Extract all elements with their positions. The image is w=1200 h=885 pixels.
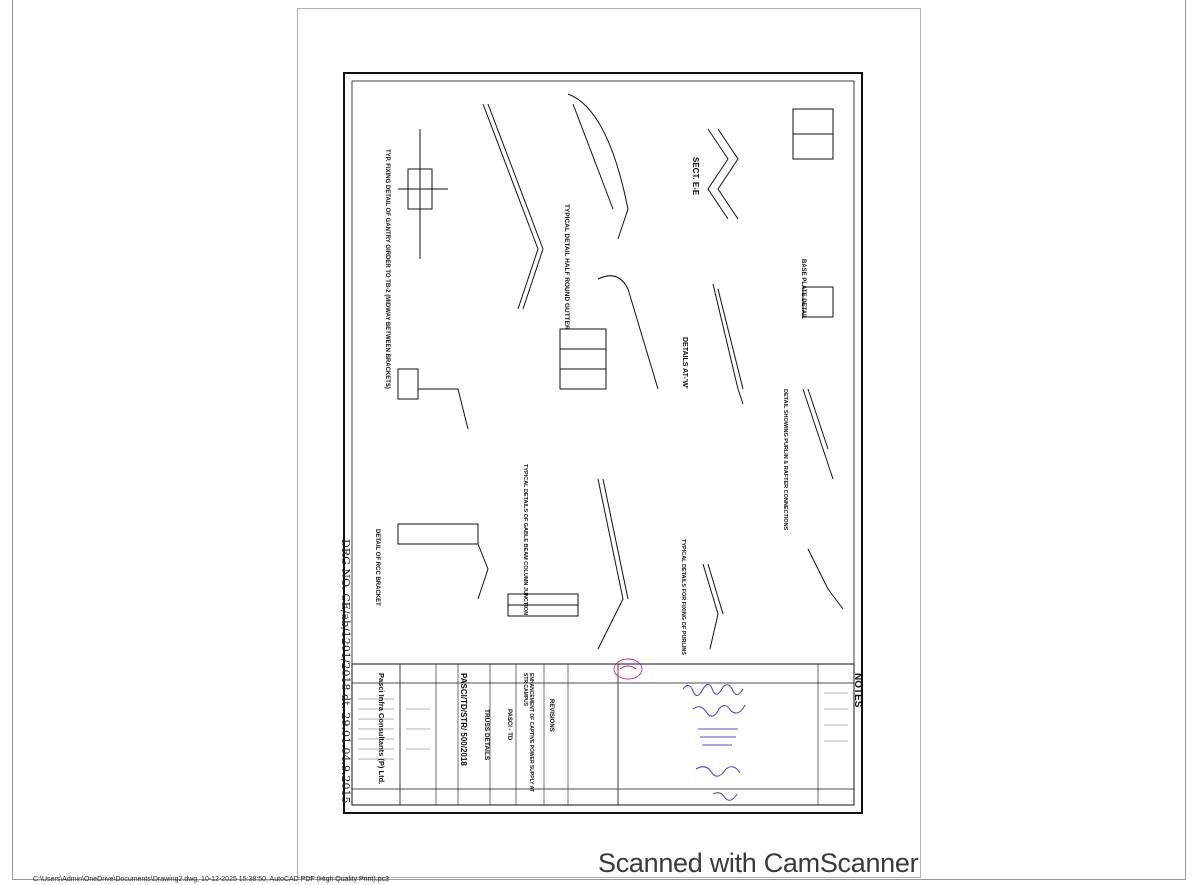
detail-label: TYPICAL DETAILS OF GABLE BEAM COLUMN JUN…	[522, 464, 528, 616]
title-block	[351, 663, 855, 806]
title-block-title: TRUSS DETAILS	[483, 709, 490, 761]
scanned-page: NOTES TYP. FIXING DETAIL OF GANTRY GIRDE…	[297, 8, 921, 878]
detail-label: DETAILS AT-'W'	[681, 337, 688, 389]
title-block-drawing-no: PASCI/TD/STR/ 500/2018	[459, 673, 468, 766]
cad-drawing	[343, 72, 863, 814]
viewer-frame	[12, 0, 1186, 880]
detail-label: TYP. FIXING DETAIL OF GANTRY GIRDER TO T…	[384, 149, 390, 389]
detail-label: TYPICAL DETAIL HALF ROUND GUTTER	[563, 204, 570, 330]
detail-label: DETAIL SHOWING PURLIN & RAFTER CONNECTIO…	[782, 389, 788, 531]
detail-sketches	[397, 93, 844, 650]
detail-label: BASE PLATE DETAIL	[800, 259, 806, 320]
drawing-border	[343, 72, 863, 814]
detail-label: SECT. E-E	[691, 157, 700, 196]
approval-stamps	[682, 683, 746, 801]
file-path-footer: C:\Users\Admin\OneDrive\Documents\Drawin…	[33, 876, 389, 883]
notes-heading: NOTES	[852, 673, 863, 708]
title-block-revisions: REVISIONS	[548, 699, 554, 732]
title-block-project: ENHANCEMENT OF CAPTIVE POWER SUPPLY AT S…	[522, 673, 534, 792]
title-block-client: PASCI - TD	[506, 709, 512, 741]
detail-label: DETAIL OF RCC BRACKET	[374, 529, 380, 606]
drawing-inner-border	[351, 80, 855, 806]
camscanner-watermark: Scanned with CamScanner	[598, 848, 919, 878]
title-block-company: Pasci Infra Consultants (P) Ltd.	[377, 673, 386, 785]
detail-label: TYPICAL DETAILS FOR FIXING OF PURLINS	[680, 539, 686, 655]
official-seal	[613, 658, 643, 680]
handwritten-drawing-number: DRG NO. CE/ab/1201/2018 dt. 29.01.04.9.2…	[339, 539, 352, 804]
